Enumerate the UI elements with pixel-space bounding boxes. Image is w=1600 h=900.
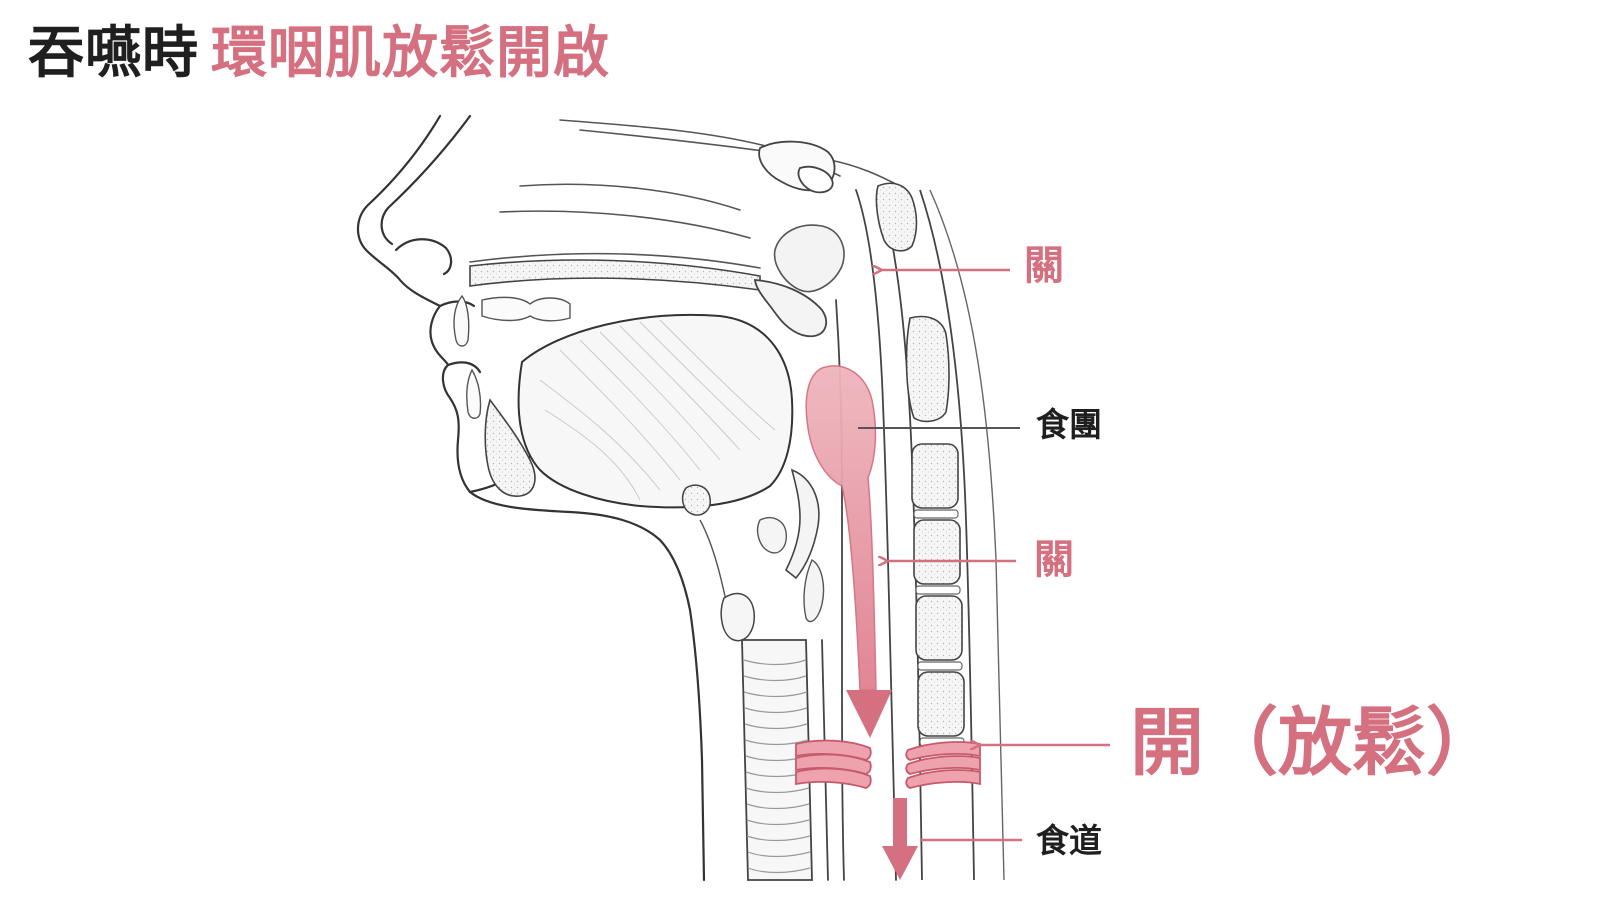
flow-arrow-shaft-lower	[893, 798, 907, 848]
disc	[913, 509, 959, 519]
vertebra-c5	[915, 595, 963, 661]
spine-outer-soft-tissue	[929, 189, 1005, 881]
vertebra-c6	[917, 671, 965, 737]
muscle-ring-right-2	[905, 755, 981, 775]
nostril	[394, 238, 453, 276]
hyoid-bone	[681, 484, 711, 516]
arytenoid	[803, 558, 825, 623]
diagram-title: 吞嚥時環咽肌放鬆開啟	[28, 26, 610, 82]
vertebra-c4	[913, 519, 961, 585]
mandible	[484, 398, 536, 497]
title-highlight: 環咽肌放鬆開啟	[211, 21, 610, 86]
vertebra-c1	[875, 182, 918, 252]
lower-incisor	[466, 368, 482, 419]
vertebra-c2	[905, 315, 950, 423]
label-open-relax: 開（放鬆）	[1130, 700, 1500, 786]
turbinate-upper	[519, 183, 741, 211]
cervical-spine	[875, 182, 1005, 881]
esophagus-flow-arrow	[882, 798, 918, 880]
disc	[915, 585, 961, 595]
turbinate-middle	[499, 210, 751, 239]
nasal-floor	[469, 252, 761, 269]
adenoid	[773, 224, 845, 293]
muscle-ring-right-3	[905, 769, 981, 789]
hard-palate	[469, 259, 761, 291]
vertebra-c3	[911, 443, 959, 509]
lip-lower	[446, 361, 482, 374]
muscle-ring-right-1	[905, 741, 981, 761]
upper-incisor	[453, 294, 470, 347]
label-close-upper: 關	[1024, 243, 1064, 289]
muscle-ring-left-3	[795, 767, 872, 789]
pharynx-posterior-wall	[855, 189, 897, 881]
epiglottis	[784, 468, 820, 580]
upper-molars	[481, 296, 571, 322]
skull-base-line	[579, 129, 901, 187]
nose-inner-line	[380, 114, 472, 246]
soft-palate	[753, 279, 828, 338]
leader-lines	[880, 270, 1110, 842]
larynx-vocal-folds	[756, 516, 787, 554]
face-profile-outline	[356, 114, 706, 882]
sphenoid-sinus	[758, 140, 836, 194]
cricopharyngeus-muscle	[795, 739, 981, 789]
label-close-middle: 關	[1034, 537, 1074, 583]
label-bolus: 食團	[1036, 405, 1102, 444]
label-esophagus: 食道	[1036, 821, 1102, 860]
food-bolus	[805, 365, 892, 738]
disc	[917, 661, 963, 671]
tongue	[517, 313, 794, 509]
thyroid-cartilage	[720, 592, 755, 642]
title-prefix: 吞嚥時	[28, 21, 199, 86]
flow-arrowhead-lower	[882, 846, 918, 880]
flow-arrowhead-upper	[846, 690, 892, 738]
teeth	[453, 294, 571, 419]
